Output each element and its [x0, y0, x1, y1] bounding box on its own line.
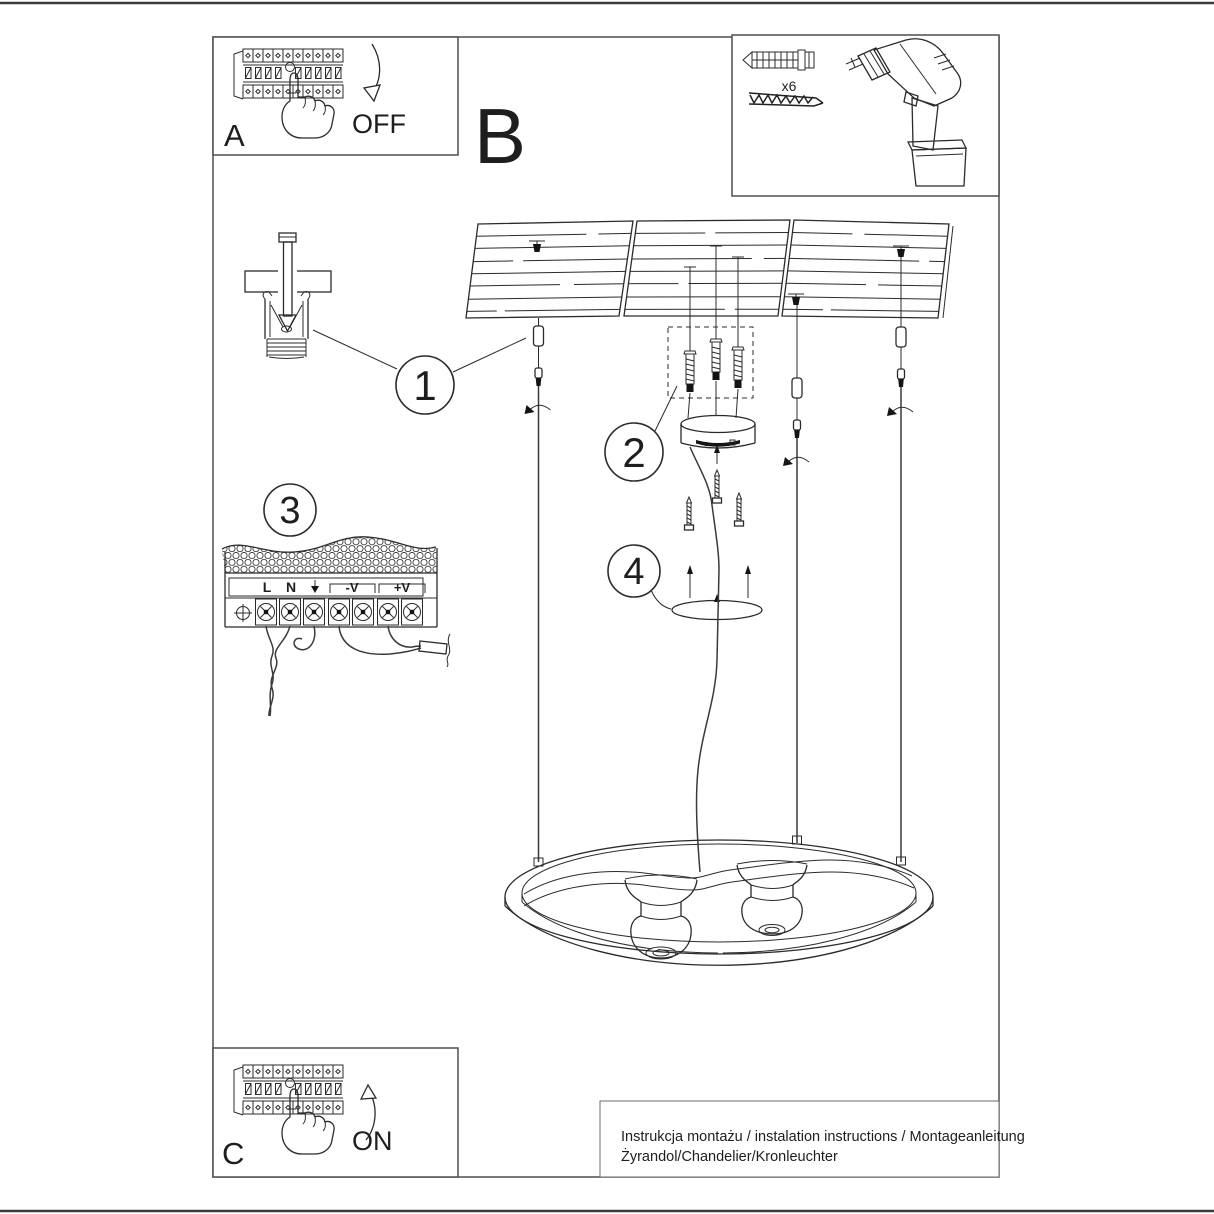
title-block: Instrukcja montażu / instalation instruc… — [599, 1100, 1025, 1178]
terminal-label-n: N — [286, 579, 296, 595]
step3-callout: 3 — [263, 483, 317, 537]
footer-line2: Żyrandol/Chandelier/Kronleuchter — [621, 1147, 838, 1165]
suspension-wire-right — [886, 257, 914, 862]
ceiling-panels — [465, 219, 954, 319]
main-panel-frame — [212, 36, 1000, 1178]
mounting-hole-icon — [234, 604, 252, 622]
terminal-label-minus-v: -V — [346, 580, 359, 595]
ceiling-screw-icon — [528, 240, 546, 253]
wall-plug-icon — [683, 350, 697, 393]
screw-horizontal-icon — [748, 92, 824, 107]
suspension-wire-left — [524, 318, 551, 862]
panel-c-label: C — [222, 1136, 244, 1171]
wall-plug-horizontal-icon — [742, 49, 815, 71]
step4-callout: 4 — [607, 544, 672, 610]
anchor-mark-icon — [709, 245, 723, 252]
panel-a: OFF A — [212, 36, 459, 156]
panel-a-label: A — [224, 118, 245, 153]
parts-box: x6 — [731, 34, 1000, 197]
terminal-label-l: L — [263, 579, 272, 595]
pendant-cable — [689, 446, 720, 873]
step1-number: 1 — [413, 362, 436, 409]
panel-b-label: B — [474, 92, 526, 180]
spotlight-left — [624, 874, 698, 960]
step2-number: 2 — [622, 429, 645, 476]
ceiling-screw-icon — [787, 293, 805, 306]
step4-number: 4 — [623, 551, 644, 593]
step1-anchor-detail — [244, 232, 332, 359]
earth-symbol-icon — [311, 580, 319, 593]
mounting-screw-icon — [683, 496, 695, 531]
footer-line1: Instrukcja montażu / instalation instruc… — [621, 1129, 1025, 1145]
anchor-mark-icon — [731, 256, 745, 263]
ceiling-canopy — [680, 414, 756, 449]
step2-anchor-box — [667, 251, 754, 419]
dowel-quantity-label: x6 — [782, 78, 797, 94]
step2-screws — [683, 445, 745, 531]
psu-wires — [265, 625, 451, 717]
terminal-label-plus-v: +V — [394, 580, 411, 595]
step1-callout: 1 — [312, 329, 527, 415]
wall-plug-icon — [731, 346, 745, 389]
arrow-up-icon — [359, 1083, 378, 1141]
step2-callout: 2 — [604, 385, 678, 482]
off-label: OFF — [352, 109, 406, 139]
chandelier-ring — [504, 835, 934, 966]
step3-number: 3 — [279, 490, 300, 532]
wall-plug-icon — [709, 338, 723, 381]
step4-cover — [671, 565, 763, 621]
panel-c: ON C — [212, 1047, 459, 1178]
mounting-screw-icon — [733, 492, 745, 527]
spotlight-right — [736, 860, 808, 936]
psu-wiring-diagram: L N -V +V — [221, 536, 451, 717]
mounting-screw-icon — [711, 469, 723, 504]
drill-icon — [845, 38, 968, 187]
suspension-wire-middle — [782, 305, 810, 843]
on-label: ON — [352, 1126, 393, 1156]
arrow-down-icon — [362, 43, 382, 103]
